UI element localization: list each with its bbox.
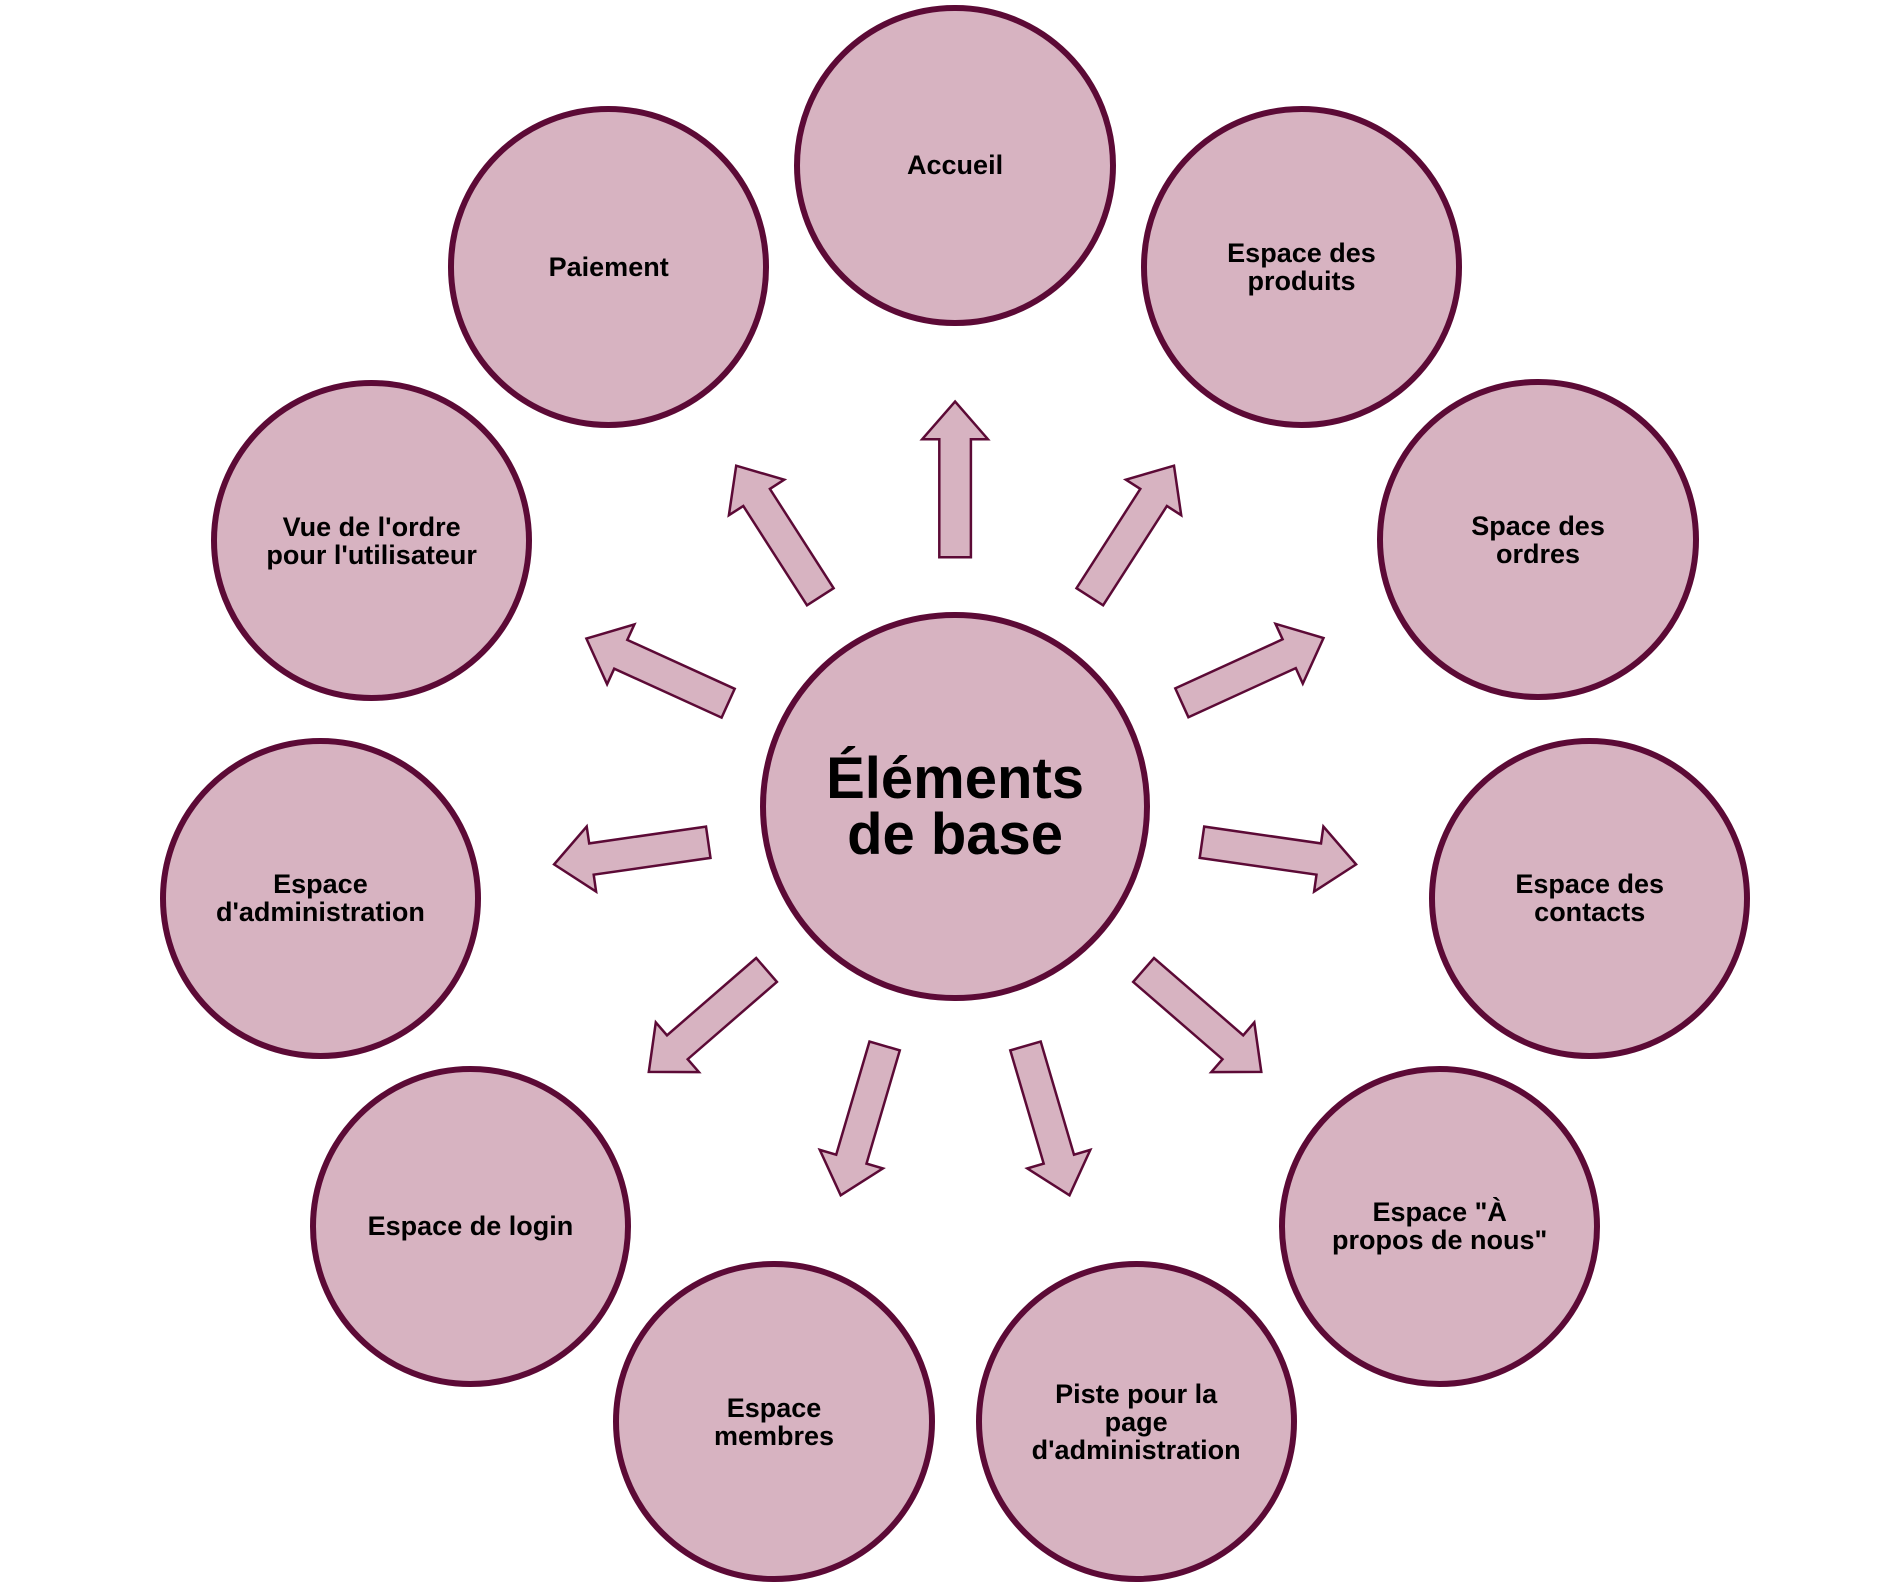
node-espace-des-contacts: Espace des contacts	[1429, 737, 1751, 1059]
arrow-to-node-5	[1008, 1039, 1093, 1198]
node-espace-de-login: Espace de login	[309, 1065, 632, 1388]
node-space-des-ordres: Space des ordres	[1377, 379, 1699, 701]
node-center: Éléments de base	[760, 611, 1150, 1002]
arrow-to-node-3	[1198, 823, 1358, 895]
arrow-to-node-0	[919, 399, 991, 559]
node-label: Espace membres	[713, 1392, 835, 1451]
node-espace-administration: Espace d'administration	[159, 737, 482, 1059]
node-vue-ordre-utilisateur: Vue de l'ordre pour l'utilisateur	[211, 380, 533, 702]
arrow-to-node-6	[817, 1039, 902, 1198]
node-label: Space des ordres	[1471, 510, 1605, 569]
node-label: Espace de login	[367, 1211, 574, 1242]
arrow-to-node-4	[1131, 956, 1263, 1074]
node-espace-membres: Espace membres	[613, 1261, 935, 1582]
arrow-to-node-9	[584, 622, 737, 720]
node-espace-a-propos: Espace "À propos de nous"	[1279, 1065, 1601, 1388]
arrow-to-node-10	[727, 464, 836, 608]
arrow-to-node-1	[1074, 464, 1183, 608]
node-label: Accueil	[907, 150, 1004, 181]
node-label: Piste pour la page d'administration	[1031, 1378, 1241, 1465]
node-label: Espace des contacts	[1515, 869, 1664, 928]
arrow-to-node-7	[647, 956, 779, 1074]
node-label: Espace d'administration	[215, 869, 425, 928]
node-piste-administration: Piste pour la page d'administration	[975, 1261, 1297, 1582]
node-accueil: Accueil	[794, 4, 1116, 327]
node-label: Vue de l'ordre pour l'utilisateur	[266, 511, 477, 570]
node-paiement: Paiement	[448, 106, 770, 428]
arrow-to-node-8	[552, 823, 712, 895]
node-center-label: Éléments de base	[826, 745, 1085, 867]
node-label: Espace des produits	[1227, 238, 1376, 297]
node-label: Paiement	[548, 252, 669, 283]
node-label: Espace "À propos de nous"	[1332, 1197, 1548, 1256]
arrow-to-node-2	[1173, 621, 1326, 719]
node-espace-des-produits: Espace des produits	[1140, 106, 1463, 428]
